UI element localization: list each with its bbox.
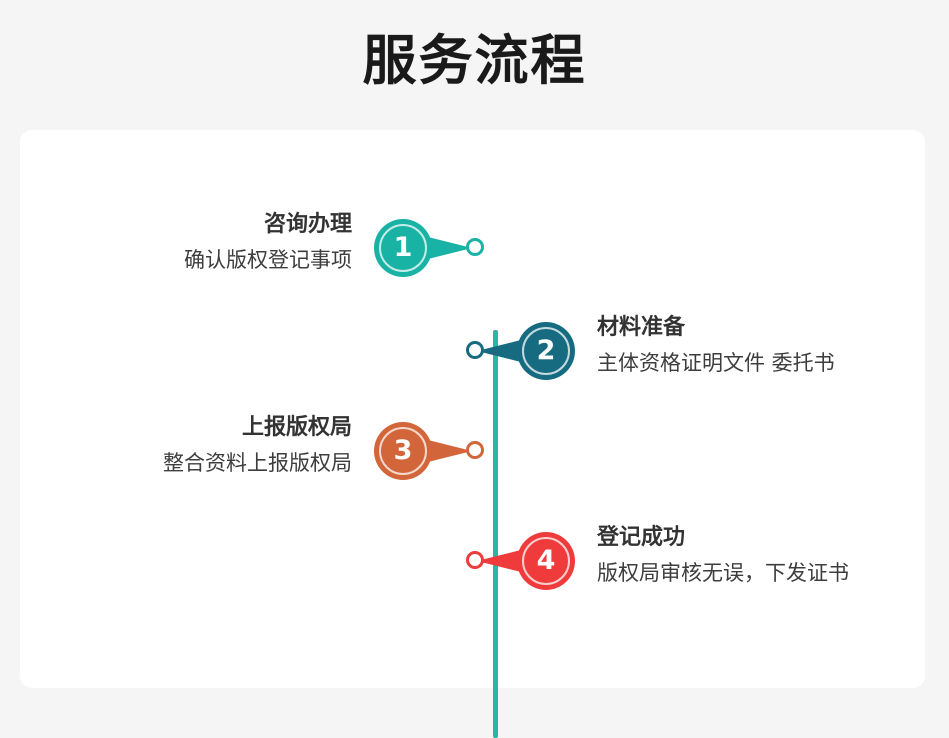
timeline-step-2: 材料准备 主体资格证明文件 委托书 2 xyxy=(0,305,949,395)
step-3-title: 上报版权局 xyxy=(241,415,352,440)
step-2-inner-ring xyxy=(522,327,570,375)
timeline-step-4: 登记成功 版权局审核无误，下发证书 4 xyxy=(0,515,949,605)
step-2-subtitle: 主体资格证明文件 委托书 xyxy=(597,351,835,375)
step-2-title: 材料准备 xyxy=(597,315,686,340)
step-3-text: 上报版权局 整合资料上报版权局 xyxy=(163,411,352,481)
step-2-text: 材料准备 主体资格证明文件 委托书 xyxy=(597,311,835,381)
step-3-number: 3 xyxy=(393,435,413,466)
step-3-marker: 3 xyxy=(374,422,472,480)
step-4-marker: 4 xyxy=(477,532,575,590)
step-1-title: 咨询办理 xyxy=(263,212,352,237)
timeline-step-3: 上报版权局 整合资料上报版权局 3 xyxy=(0,405,949,495)
step-4-number: 4 xyxy=(536,545,556,576)
step-2-marker: 2 xyxy=(477,322,575,380)
step-1-axis-node-icon xyxy=(466,238,484,256)
step-1-text: 咨询办理 确认版权登记事项 xyxy=(184,208,352,278)
step-4-axis-node-icon xyxy=(466,551,484,569)
step-1-subtitle: 确认版权登记事项 xyxy=(184,248,352,272)
timeline-axis xyxy=(493,330,498,738)
step-2-axis-node-icon xyxy=(466,341,484,359)
step-1-inner-ring xyxy=(379,224,427,272)
step-4-pointer-icon xyxy=(477,549,525,573)
step-2-number: 2 xyxy=(536,335,556,366)
timeline-step-1: 咨询办理 确认版权登记事项 1 xyxy=(0,202,949,292)
step-1-number: 1 xyxy=(393,232,413,263)
step-1-pointer-icon xyxy=(424,236,472,260)
step-4-inner-ring xyxy=(522,537,570,585)
step-3-pointer-icon xyxy=(424,439,472,463)
step-4-subtitle: 版权局审核无误，下发证书 xyxy=(597,561,849,585)
step-3-inner-ring xyxy=(379,427,427,475)
step-3-subtitle: 整合资料上报版权局 xyxy=(163,451,352,475)
timeline-card xyxy=(20,130,925,738)
step-1-marker: 1 xyxy=(374,219,472,277)
page-title: 服务流程 xyxy=(362,29,587,92)
step-4-text: 登记成功 版权局审核无误，下发证书 xyxy=(597,521,849,591)
step-4-title: 登记成功 xyxy=(597,525,686,550)
step-2-pointer-icon xyxy=(477,339,525,363)
step-3-axis-node-icon xyxy=(466,441,484,459)
